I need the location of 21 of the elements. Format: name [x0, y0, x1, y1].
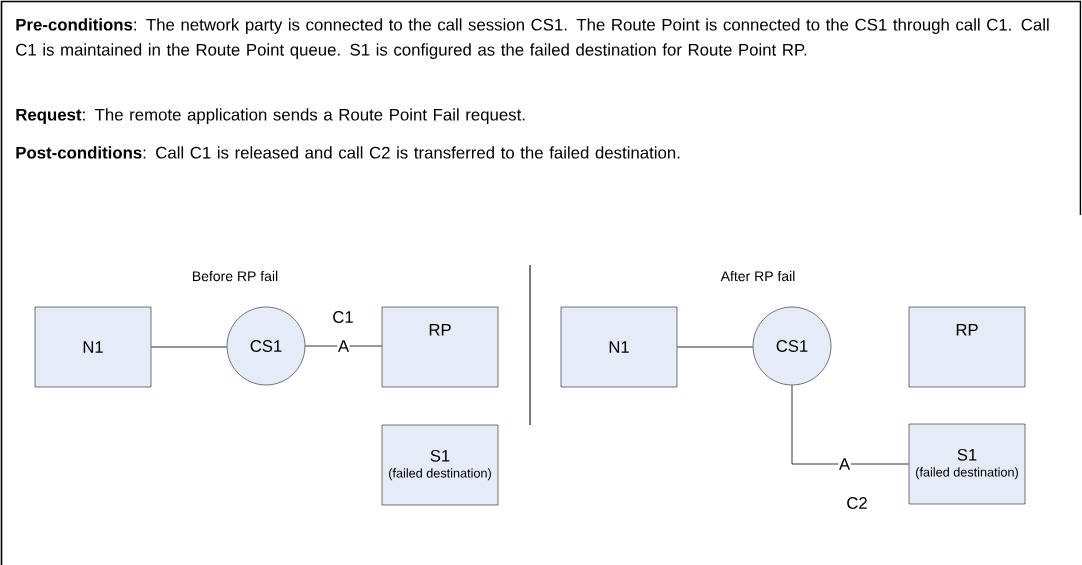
process-box: RP [381, 306, 499, 388]
connector-line [150, 346, 228, 348]
condition-text: Pre-conditions: The network party is connected to the call session CS1. The Route Point is connected to the CS1 through call C1. Call C1 is maintained in the Route Point queue. S1 is configured as the failed destination for Route Point RP. [16, 18, 1049, 59]
connector-line [791, 384, 910, 465]
connector-line [304, 345, 383, 347]
condition-text: Request: The remote application sends a Route Point Fail request. [16, 108, 525, 124]
call-label: C1 [333, 311, 353, 323]
circle-node: CS1 [226, 306, 306, 386]
process-box: S1 (failed destination) [908, 423, 1026, 505]
circle-node: CS1 [752, 306, 832, 386]
connector-line [676, 346, 754, 348]
process-box: N1 [34, 306, 152, 388]
edge-label: A [838, 457, 851, 471]
process-box: S1 (failed destination) [381, 424, 499, 506]
process-box: RP [908, 306, 1026, 388]
panel-heading: After RP fail [720, 270, 795, 282]
edge-label: A [337, 339, 350, 353]
condition-text: Post-conditions: Call C1 is released and call C2 is transferred to the failed destination. [16, 146, 680, 159]
panel-heading: Before RP fail [192, 270, 278, 282]
process-box: N1 [560, 306, 678, 388]
call-label: C2 [847, 497, 867, 509]
